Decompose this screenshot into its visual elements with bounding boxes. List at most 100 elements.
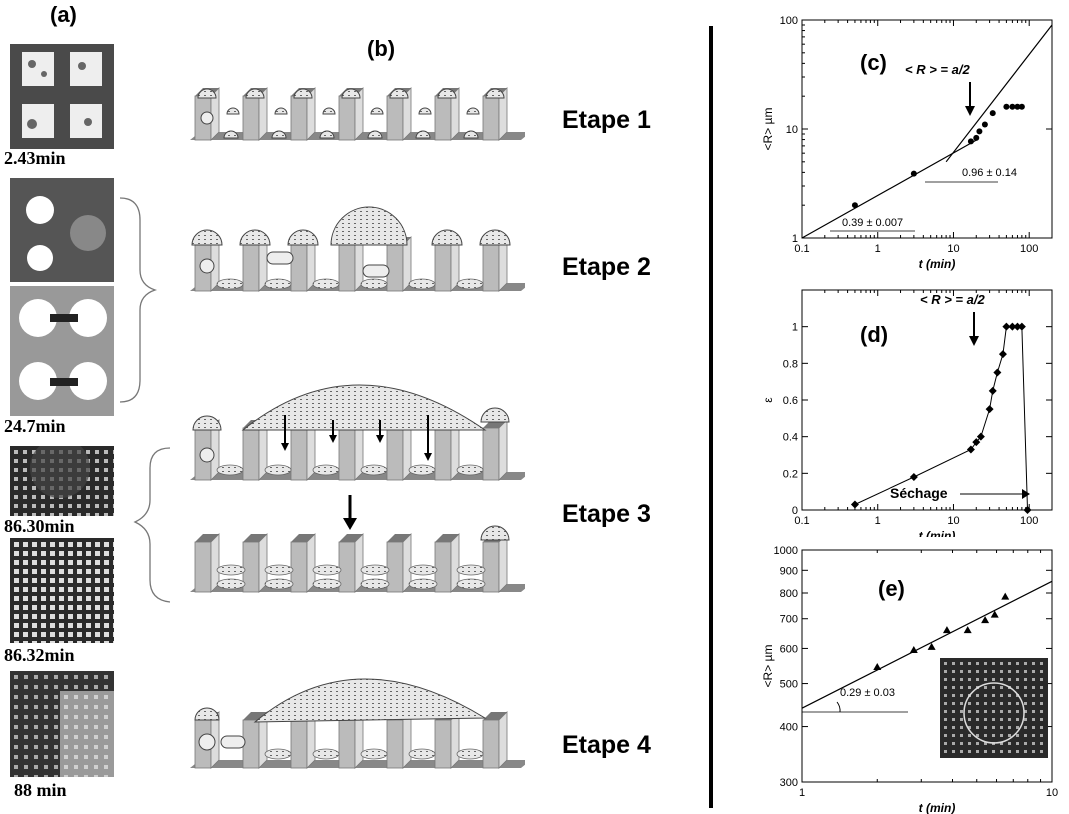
droplet bbox=[293, 88, 313, 99]
bridge bbox=[362, 264, 390, 278]
puddle bbox=[456, 578, 486, 590]
data-point bbox=[963, 626, 972, 634]
small-droplet bbox=[198, 733, 216, 751]
puddle bbox=[312, 278, 340, 290]
x-tick-label: 10 bbox=[947, 243, 959, 255]
etape-3b-diagram bbox=[190, 495, 525, 593]
pillar bbox=[242, 244, 260, 292]
droplet bbox=[245, 88, 265, 99]
puddle bbox=[360, 748, 388, 760]
y-tick-label: 900 bbox=[780, 565, 798, 577]
y-tick-label: 800 bbox=[780, 588, 798, 600]
micrograph-1 bbox=[10, 44, 114, 149]
puddle bbox=[360, 278, 388, 290]
data-point bbox=[976, 128, 983, 135]
droplet bbox=[223, 130, 239, 139]
y-tick-label: 0.8 bbox=[783, 358, 798, 370]
droplet bbox=[191, 229, 223, 246]
data-point bbox=[1018, 103, 1025, 110]
stage-label-2: Etape 2 bbox=[562, 253, 651, 281]
annotation-c: < R > = a/2 bbox=[905, 62, 970, 77]
pillar bbox=[386, 244, 404, 292]
slope-arc bbox=[836, 701, 841, 713]
etape-2-diagram bbox=[190, 206, 525, 292]
data-point bbox=[873, 662, 882, 670]
y-axis-label: <R> µm bbox=[761, 108, 775, 151]
droplet bbox=[271, 130, 287, 139]
small-droplet bbox=[199, 258, 215, 274]
x-tick-label: 1 bbox=[799, 787, 805, 799]
etape-1-diagram bbox=[190, 87, 525, 141]
puddle bbox=[408, 278, 436, 290]
data-point bbox=[927, 642, 936, 650]
panel-label-c: (c) bbox=[860, 50, 887, 75]
stage-label-4: Etape 4 bbox=[562, 731, 651, 759]
data-point bbox=[967, 138, 974, 145]
data-point bbox=[1013, 322, 1022, 331]
pillar bbox=[290, 244, 308, 292]
micrograph-1-time: 2.43min bbox=[4, 148, 66, 168]
large-drop bbox=[241, 384, 487, 431]
data-point bbox=[981, 616, 990, 624]
droplet bbox=[370, 107, 384, 115]
pillar bbox=[434, 95, 452, 141]
puddle bbox=[264, 464, 292, 476]
data-point bbox=[1009, 103, 1016, 110]
schematic-diagram bbox=[190, 87, 525, 769]
pillar bbox=[482, 95, 500, 141]
small-droplet bbox=[199, 447, 215, 463]
puddle bbox=[312, 748, 340, 760]
pillar bbox=[386, 719, 404, 769]
pillar bbox=[386, 95, 404, 141]
droplet bbox=[367, 130, 383, 139]
puddle bbox=[360, 564, 390, 576]
micrograph-5 bbox=[10, 671, 114, 777]
pillar bbox=[338, 427, 356, 481]
micrograph-3 bbox=[10, 286, 114, 416]
bridge bbox=[220, 735, 246, 749]
droplet bbox=[194, 707, 220, 721]
small-droplet bbox=[200, 111, 214, 125]
micrograph-3b bbox=[10, 446, 114, 516]
puddle bbox=[312, 464, 340, 476]
x-tick-label: 0.1 bbox=[794, 515, 809, 527]
droplet bbox=[415, 130, 431, 139]
puddle bbox=[264, 578, 294, 590]
slope-label-2: 0.96 ± 0.14 bbox=[962, 167, 1017, 179]
droplet bbox=[418, 107, 432, 115]
y-tick-label: 0.2 bbox=[783, 468, 798, 480]
y-tick-label: 500 bbox=[780, 679, 798, 691]
pillar bbox=[482, 244, 500, 292]
droplet bbox=[287, 229, 319, 246]
micrograph-2 bbox=[10, 178, 114, 282]
data-point bbox=[993, 368, 1002, 377]
inset-micrograph bbox=[940, 658, 1048, 758]
micrograph-6-image bbox=[10, 671, 114, 777]
y-tick-label: 0 bbox=[792, 505, 798, 517]
puddle bbox=[264, 564, 294, 576]
slope-label-1: 0.39 ± 0.007 bbox=[842, 217, 903, 229]
pillar bbox=[290, 95, 308, 141]
plot-frame bbox=[801, 289, 1053, 511]
annotation-d: < R > = a/2 bbox=[920, 292, 985, 307]
puddle bbox=[456, 464, 484, 476]
droplet bbox=[330, 206, 408, 246]
bridge bbox=[266, 251, 294, 265]
divider-line bbox=[709, 26, 713, 808]
data-point bbox=[966, 445, 975, 454]
data-point bbox=[989, 110, 996, 117]
panel-label-a: (a) bbox=[50, 2, 77, 27]
y-tick-label: 600 bbox=[780, 643, 798, 655]
puddle bbox=[456, 564, 486, 576]
stage-label-3: Etape 3 bbox=[562, 500, 651, 528]
droplet bbox=[480, 525, 510, 541]
pillar bbox=[242, 427, 260, 481]
data-point bbox=[850, 500, 859, 509]
pillar bbox=[290, 719, 308, 769]
x-tick-label: 0.1 bbox=[794, 243, 809, 255]
droplet bbox=[341, 88, 361, 99]
droplet bbox=[479, 229, 511, 246]
fit-line bbox=[801, 580, 1053, 709]
data-point bbox=[981, 121, 988, 128]
puddle bbox=[408, 748, 436, 760]
